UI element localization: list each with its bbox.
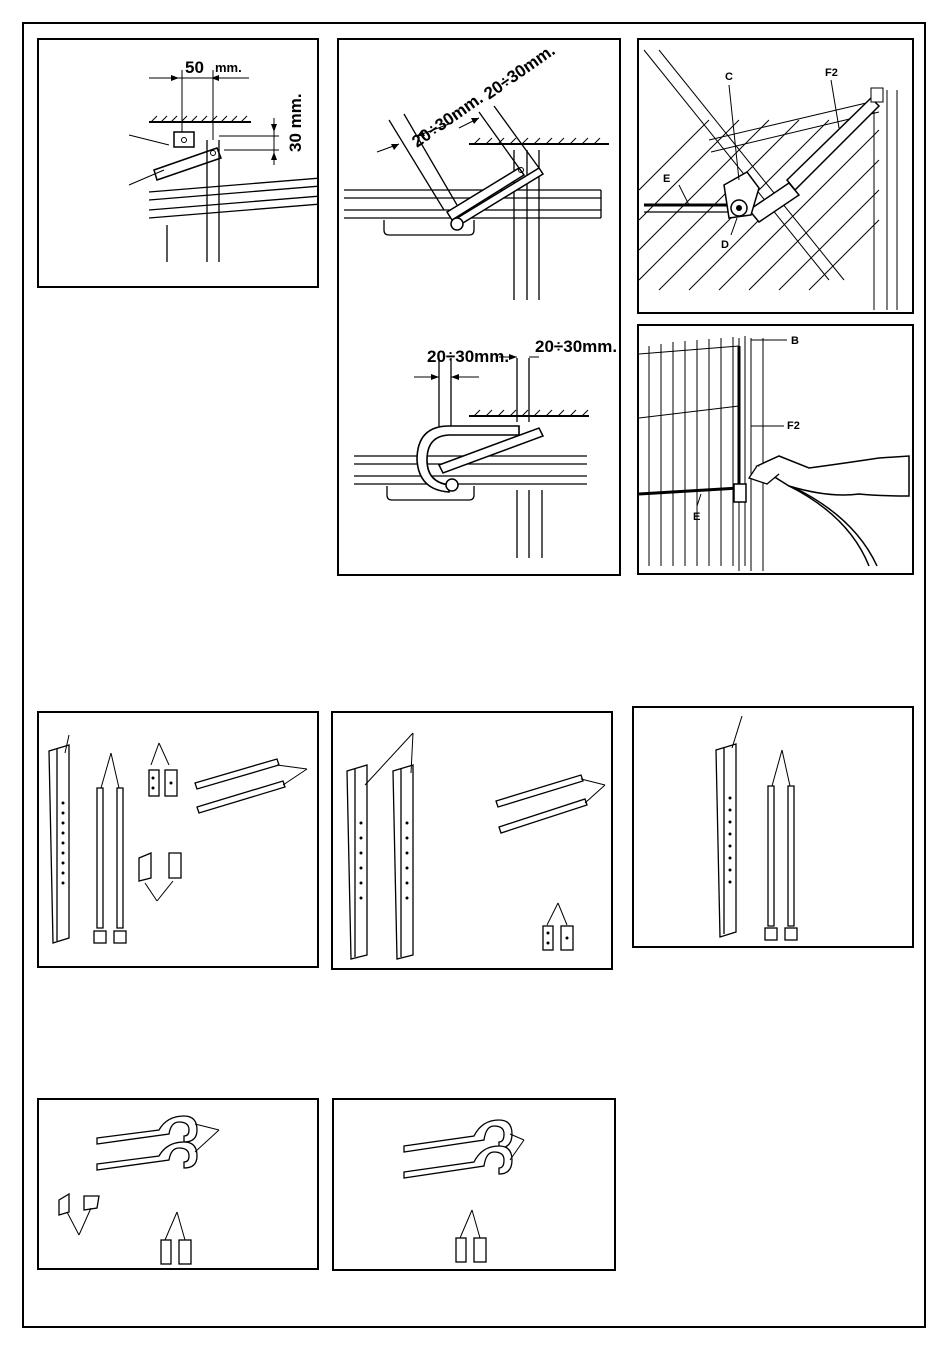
label-f2: F2 (787, 420, 800, 432)
arm-installation-drawing: C F2 E D (639, 40, 914, 314)
dim-30-label: 30 mm. (286, 93, 305, 152)
kit-2-drawing (333, 713, 613, 970)
kit-5-drawing (334, 1100, 616, 1271)
dim-lower-right: 20÷30mm. (535, 337, 617, 356)
welding-drawing: B F2 E (639, 326, 914, 575)
panel-bracket-dimensions: 50 mm. 30 mm. (37, 38, 319, 288)
label-b: B (791, 335, 799, 347)
panel-kit-2 (331, 711, 613, 970)
label-e: E (663, 173, 670, 185)
dim-50-label: 50 (185, 58, 204, 77)
panel-kit-1 (37, 711, 319, 968)
label-d: D (721, 239, 729, 251)
label-f2: F2 (825, 67, 838, 79)
panel-kit-5 (332, 1098, 616, 1271)
dim-50-unit: mm. (215, 60, 242, 75)
panel-arm-installation: C F2 E D (637, 38, 914, 314)
panel-arm-clearance: 20÷30mm. 20÷30mm. (337, 38, 621, 576)
dim-upper-right: 20÷30mm. (480, 41, 558, 104)
kit-4-drawing (39, 1100, 319, 1270)
arm-clearance-drawing: 20÷30mm. 20÷30mm. (339, 40, 621, 576)
bracket-dimension-drawing: 50 mm. 30 mm. (39, 40, 319, 288)
label-c: C (725, 71, 733, 83)
panel-welding: B F2 E (637, 324, 914, 575)
panel-kit-4 (37, 1098, 319, 1270)
kit-1-drawing (39, 713, 319, 968)
dim-lower-left: 20÷30mm. (427, 347, 509, 366)
label-e: E (693, 511, 700, 523)
kit-3-drawing (634, 708, 914, 948)
panel-kit-3 (632, 706, 914, 948)
